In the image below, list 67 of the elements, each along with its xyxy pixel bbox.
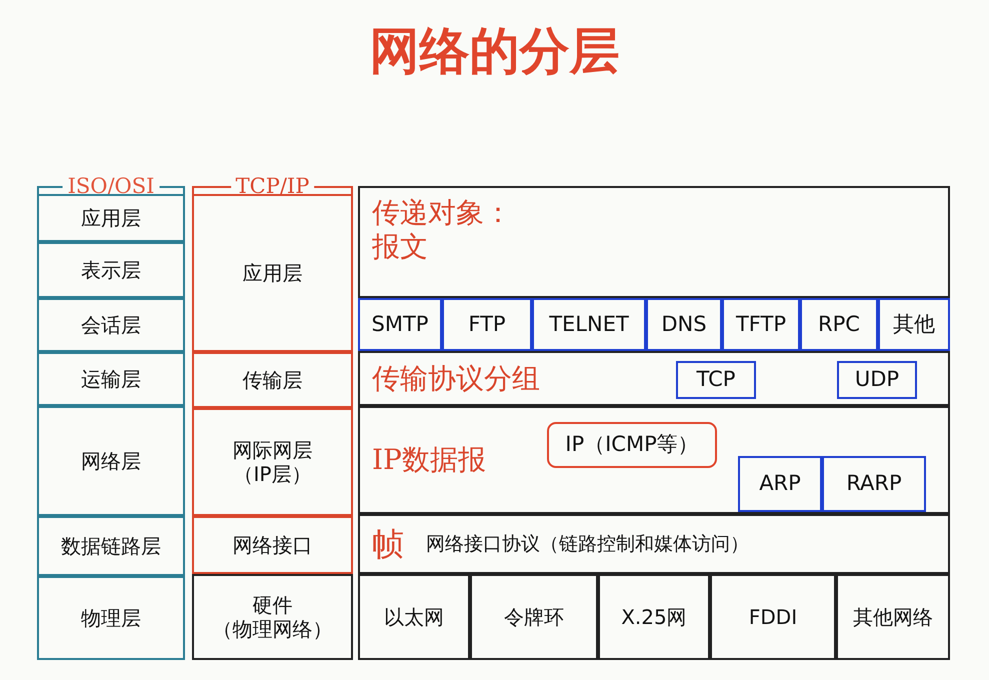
protocol-cell [800,298,878,351]
layer-name: 硬件（物理网络） [212,593,334,641]
protocol-box [676,361,756,399]
protocol-cell [878,298,950,351]
layer-data-unit-label: 传输协议分组 [372,362,540,396]
layer-name: 表示层 [81,258,141,282]
network-type-cell [710,574,836,660]
tcp-ip-layer-box [192,194,353,352]
layer-data-unit-label: 帧 [372,524,404,564]
network-type-cell [836,574,950,660]
layer-name: 运输层 [81,367,141,391]
osi-layer-box [37,516,185,576]
osi-layer-box [37,352,185,406]
layer-name: FDDI [748,605,798,629]
layer-name: 网络层 [81,449,141,473]
layer-name: DNS [661,312,707,338]
protocol-cell [358,298,442,351]
layer-name: TCP [696,367,736,393]
layer-name: ARP [759,471,801,497]
protocol-cell [442,298,532,351]
layer-name: 网络接口 [232,533,312,557]
layer-name: TFTP [736,312,786,338]
layer-name: 以太网 [384,605,444,629]
layer-name: 会话层 [81,313,141,337]
network-type-cell [470,574,598,660]
layer-name: TELNET [549,312,629,338]
diagram-title: 网络的分层 [368,21,620,82]
osi-layer-box [37,298,185,352]
osi-layer-box [37,242,185,298]
layer-name: 物理层 [81,606,141,630]
ip-protocol-box [547,422,717,468]
tcp-ip-layer-box [192,408,353,516]
layer-data-unit-label: 传递对象：报文 [372,196,513,264]
layer-name: X.25网 [621,605,687,629]
protocol-cell [532,298,646,351]
layer-name: 令牌环 [504,605,564,629]
tcp-ip-layer-box [192,352,353,408]
tcp-ip-layer-box [192,516,353,574]
network-type-cell [598,574,710,660]
protocol-box [837,361,917,399]
layer-name: 应用层 [81,206,141,230]
osi-layer-box [37,194,185,242]
layer-name: IP（ICMP等） [565,432,699,458]
protocol-description: 网络接口协议（链路控制和媒体访问） [426,532,749,556]
osi-layer-box [37,406,185,516]
layer-name: 应用层 [242,261,302,285]
hardware-layer-box [192,574,353,660]
layer-name: 其他 [893,312,935,338]
layer-band [358,186,950,298]
protocol-box [738,456,822,512]
layer-band [358,351,950,406]
layer-name: 其他网络 [853,605,933,629]
protocol-cell [722,298,800,351]
layer-name: UDP [854,367,900,393]
layer-band [358,514,950,574]
protocol-cell [646,298,722,351]
layer-name: RPC [818,312,860,338]
layer-name: 网际网层（IP层） [232,438,314,486]
network-type-cell [358,574,470,660]
layer-name: SMTP [372,312,428,338]
layer-name: 数据链路层 [61,534,161,558]
layer-band [358,406,950,514]
layer-name: 传输层 [242,368,302,392]
protocol-box [822,456,926,512]
layer-name: FTP [468,312,506,338]
layer-data-unit-label: IP数据报 [372,443,486,477]
layer-name: RARP [846,471,902,497]
